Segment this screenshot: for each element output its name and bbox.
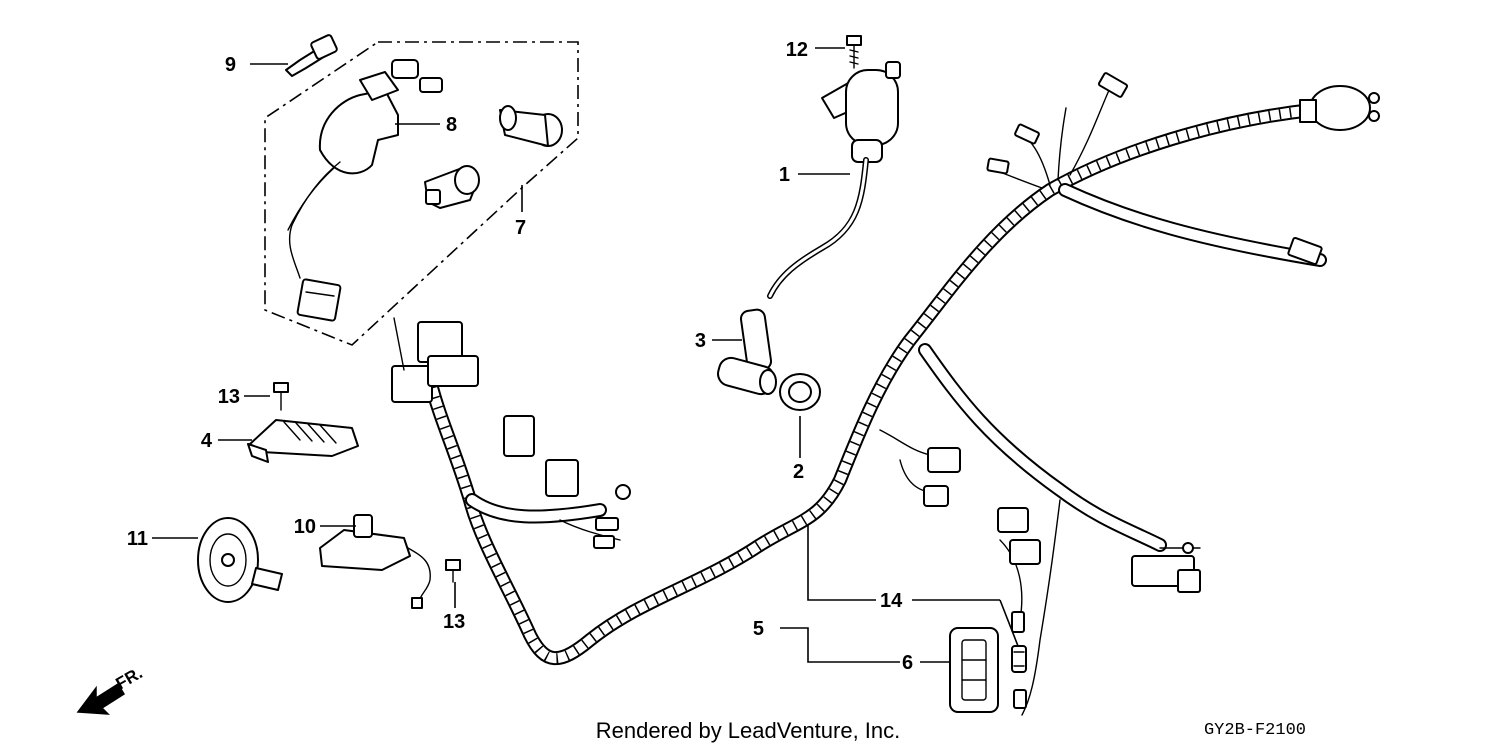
regulator-rectifier-icon[interactable] (247, 419, 359, 463)
coil-bolt-icon[interactable] (846, 35, 862, 69)
relay-bolt-icon[interactable] (445, 559, 461, 583)
rendered-by-credit: Rendered by LeadVenture, Inc. (596, 718, 901, 743)
relay-icon[interactable] (319, 514, 431, 609)
callout-3: 3 (695, 330, 706, 352)
leader-lines (152, 47, 1019, 663)
front-direction-arrow-icon: FR. (76, 663, 146, 715)
callout-4: 4 (201, 430, 213, 452)
callout-13-lower: 13 (443, 611, 465, 633)
fuse-icon[interactable] (1011, 611, 1027, 709)
callout-14: 14 (880, 590, 903, 612)
callout-7: 7 (515, 217, 526, 239)
callout-9: 9 (225, 54, 236, 76)
coupler-connector-small-icon[interactable] (503, 415, 631, 549)
starter-relay-assembly (319, 514, 461, 609)
ignition-switch-icon[interactable] (287, 59, 443, 322)
regulator-bolt-icon[interactable] (273, 382, 289, 411)
callout-10: 10 (294, 516, 316, 538)
diagram-code: GY2B-F2100 (1204, 721, 1306, 740)
main-wire-harness[interactable] (391, 72, 1380, 716)
ignition-switch-group (264, 34, 579, 346)
fuse-box-assembly (949, 611, 1027, 713)
seat-lock-cylinder-icon[interactable] (499, 105, 563, 147)
callout-6: 6 (902, 652, 913, 674)
spare-key-icon[interactable] (285, 34, 338, 77)
callout-1: 1 (779, 164, 790, 186)
terminal-connector-icon[interactable] (986, 72, 1129, 175)
callout-labels: 9 8 7 12 1 3 2 13 4 11 10 13 5 14 6 (127, 39, 913, 674)
horn-icon[interactable] (197, 517, 283, 603)
handlebar-connector-icon[interactable] (1287, 236, 1323, 266)
handlebar-switch-connector-icon[interactable] (1299, 85, 1380, 131)
sensor-connector-icon[interactable] (923, 447, 1041, 565)
callout-11: 11 (127, 528, 148, 550)
regulator-rectifier-assembly (247, 382, 359, 463)
harness-multi-connector-icon[interactable] (1131, 542, 1201, 593)
grommet-icon[interactable] (779, 373, 821, 411)
helmet-lock-cylinder-icon[interactable] (424, 165, 480, 209)
fuse-box-icon[interactable] (949, 627, 999, 713)
coupler-connector-icon[interactable] (391, 317, 479, 403)
spark-plug-cap-icon[interactable] (715, 308, 777, 397)
callout-5: 5 (753, 618, 764, 640)
ignition-coil-icon[interactable] (767, 61, 901, 299)
callout-8: 8 (446, 114, 457, 136)
callout-2: 2 (793, 461, 804, 483)
callout-12: 12 (786, 39, 808, 61)
callout-13-upper: 13 (218, 386, 240, 408)
ignition-coil-assembly (715, 35, 901, 411)
